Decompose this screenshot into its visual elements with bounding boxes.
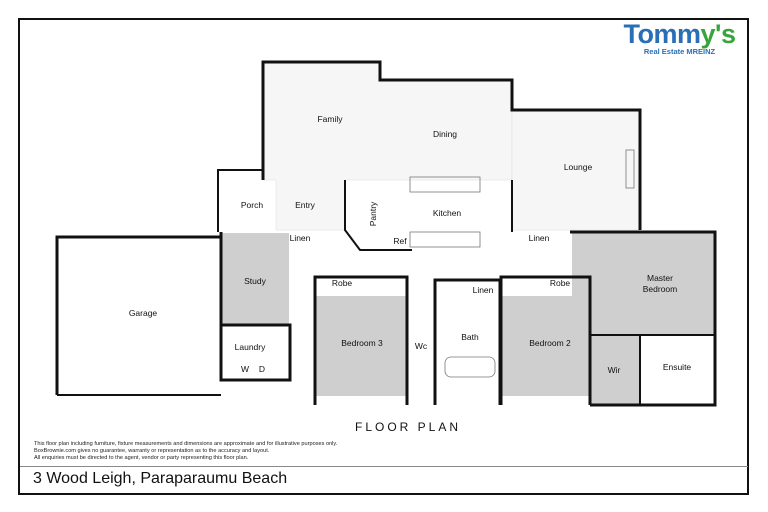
kitchen-bench bbox=[409, 231, 481, 248]
room-master-2: Bedroom bbox=[643, 284, 678, 294]
divider bbox=[20, 466, 748, 467]
wir-fill bbox=[590, 335, 640, 405]
room-bath: Bath bbox=[461, 332, 479, 342]
room-master-1: Master bbox=[647, 273, 673, 283]
master-fill bbox=[572, 233, 715, 335]
page-frame bbox=[18, 18, 749, 495]
fireplace bbox=[625, 149, 635, 189]
room-robe-2: Robe bbox=[550, 278, 571, 288]
room-robe-1: Robe bbox=[332, 278, 353, 288]
room-family: Family bbox=[317, 114, 343, 124]
room-wir: Wir bbox=[608, 365, 621, 375]
room-linen-1: Linen bbox=[290, 233, 311, 243]
bathtub bbox=[444, 356, 496, 378]
room-dining: Dining bbox=[433, 129, 457, 139]
logo-brand: Tomm bbox=[623, 19, 702, 49]
disclaimer-line: BoxBrownie.com gives no guarantee, warra… bbox=[34, 448, 270, 454]
room-laundry: Laundry bbox=[235, 342, 266, 352]
room-kitchen: Kitchen bbox=[433, 208, 462, 218]
wall-north bbox=[261, 60, 642, 230]
garage-wall bbox=[55, 235, 221, 395]
property-address: 3 Wood Leigh, Paraparaumu Beach bbox=[33, 470, 288, 487]
logo-brand-accent: y's bbox=[700, 19, 736, 49]
pantry-wall bbox=[344, 180, 412, 251]
master-wall bbox=[570, 230, 717, 407]
porch-wall bbox=[217, 169, 263, 232]
bedroom3-fill bbox=[315, 296, 407, 396]
room-study: Study bbox=[244, 276, 266, 286]
room-washer: W bbox=[241, 364, 249, 374]
room-linen-2: Linen bbox=[529, 233, 550, 243]
room-entry: Entry bbox=[295, 200, 316, 210]
bedroom3-wall bbox=[313, 275, 409, 405]
study-laundry-wall bbox=[219, 232, 292, 382]
disclaimer-line: All enquiries must be directed to the ag… bbox=[34, 455, 249, 461]
room-bedroom-3: Bedroom 3 bbox=[341, 338, 383, 348]
disclaimer-line: This floor plan including furniture, fix… bbox=[34, 441, 338, 447]
study-fill bbox=[221, 233, 289, 325]
room-dryer: D bbox=[259, 364, 265, 374]
disclaimer: This floor plan including furniture, fix… bbox=[34, 441, 337, 462]
room-wc: Wc bbox=[415, 341, 428, 351]
room-lounge: Lounge bbox=[564, 162, 593, 172]
bath-wall bbox=[433, 278, 502, 405]
kitchen-island bbox=[409, 176, 481, 193]
room-porch: Porch bbox=[241, 200, 263, 210]
room-garage: Garage bbox=[129, 308, 158, 318]
agency-logo: Tommy's Real Estate MREINZ bbox=[612, 20, 747, 64]
room-ref: Ref bbox=[393, 236, 407, 246]
floor-plan-title: FLOOR PLAN bbox=[355, 420, 462, 434]
room-ensuite: Ensuite bbox=[663, 362, 692, 372]
lounge-floor bbox=[511, 109, 641, 231]
room-linen-3: Linen bbox=[473, 285, 494, 295]
bedroom2-wall bbox=[499, 275, 592, 405]
room-pantry: Pantry bbox=[368, 201, 378, 226]
room-bedroom-2: Bedroom 2 bbox=[529, 338, 571, 348]
logo-tagline: Real Estate MREINZ bbox=[643, 47, 716, 56]
